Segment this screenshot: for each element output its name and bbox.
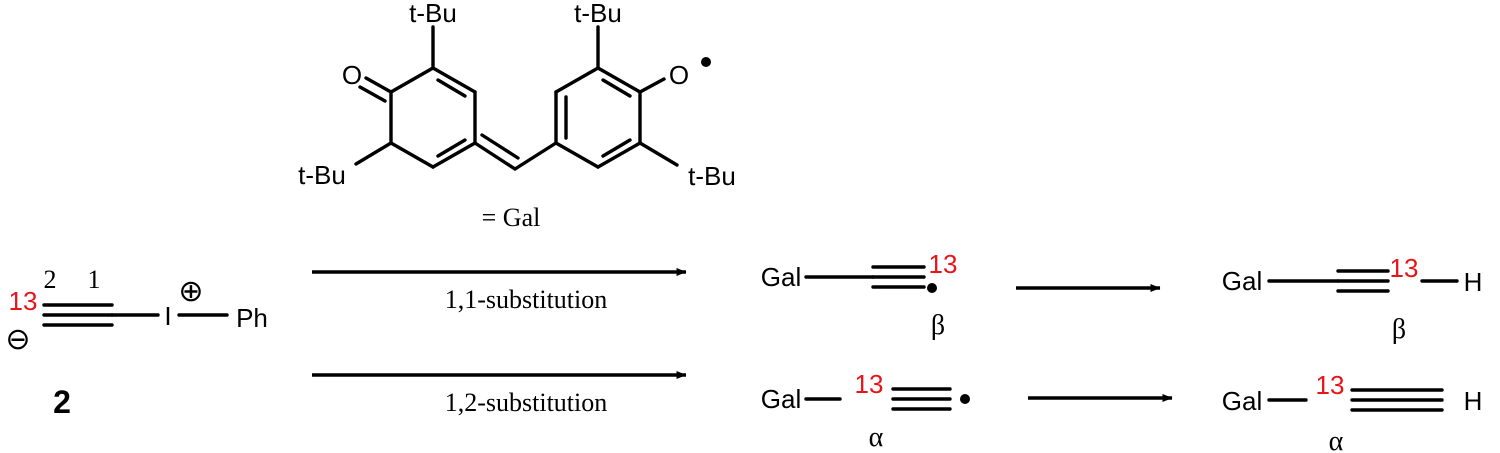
arrow-label-1-2: 1,2-substitution xyxy=(445,388,608,417)
isotope-label-beta-radical: 13 xyxy=(929,249,958,279)
beta-label-radical: β xyxy=(931,310,945,341)
alpha-radical-intermediate: Gal 13 α xyxy=(761,369,970,453)
phenyl-label: Ph xyxy=(236,303,268,333)
tbu-label-bottom-right: t-Bu xyxy=(688,161,736,191)
alkyne-triple-bond xyxy=(42,303,114,327)
radical-dot-icon xyxy=(701,57,711,67)
galvinoxyl-structure: O t-Bu t-Bu t-Bu t-Bu xyxy=(298,0,736,232)
tbu-label-bottom-left: t-Bu xyxy=(298,160,346,190)
alpha-label-product: α xyxy=(1329,426,1344,453)
isotope-label-alpha-product: 13 xyxy=(1316,370,1345,400)
carbonyl-oxygen-label: O xyxy=(342,60,362,90)
hydrogen-label-alpha: H xyxy=(1464,386,1483,416)
negative-charge-icon: ⊖ xyxy=(5,323,30,356)
compound-number: 2 xyxy=(53,384,71,420)
isotope-label-alpha-radical: 13 xyxy=(855,369,884,399)
gal-label-alpha-product: Gal xyxy=(1222,386,1262,416)
beta-label-product: β xyxy=(1392,314,1406,345)
phenoxyl-o-bond xyxy=(638,77,666,94)
radical-oxygen-label: O xyxy=(669,60,689,90)
radical-dot-icon xyxy=(960,394,970,404)
quinone-ring xyxy=(389,66,477,169)
phenoxyl-ring xyxy=(554,66,642,169)
gal-definition-label: = Gal xyxy=(482,203,541,232)
tbu-label-top-left: t-Bu xyxy=(409,0,457,28)
alpha-final-product: Gal 13 H α xyxy=(1222,370,1483,453)
isotope-label-beta-product: 13 xyxy=(1390,253,1419,283)
pathway-1-1-substitution: 1,1-substitution Gal 13 β Gal 13 H β xyxy=(312,249,1482,345)
radical-dot-icon xyxy=(927,283,937,293)
tbu-bond-bottom-right xyxy=(638,141,679,167)
tbu-label-top-right: t-Bu xyxy=(574,0,622,28)
pathway-1-2-substitution: 1,2-substitution Gal 13 α Gal 13 H α xyxy=(312,369,1482,453)
reagent-isotope-label: 13 xyxy=(9,286,38,316)
methylidene-bridge xyxy=(473,133,558,171)
carbonyl-group xyxy=(358,76,393,103)
positive-charge-icon: ⊕ xyxy=(178,275,203,308)
carbon-number-2: 2 xyxy=(44,265,57,294)
arrow-label-1-1: 1,1-substitution xyxy=(445,285,608,314)
beta-radical-intermediate: Gal 13 β xyxy=(761,249,958,341)
gal-label-alpha-radical: Gal xyxy=(761,384,801,414)
tbu-bond-bottom-left xyxy=(354,141,393,166)
gal-label-beta-product: Gal xyxy=(1222,266,1262,296)
hydrogen-label-beta: H xyxy=(1464,267,1483,297)
beta-final-product: Gal 13 H β xyxy=(1222,253,1483,345)
alpha-label-radical: α xyxy=(869,422,884,453)
carbon-number-1: 1 xyxy=(88,265,101,294)
reagent-alkynyl-iodonium: 13 2 1 I Ph ⊕ ⊖ 2 xyxy=(5,265,267,420)
iodine-label: I xyxy=(164,301,171,331)
gal-label-beta-radical: Gal xyxy=(761,262,801,292)
